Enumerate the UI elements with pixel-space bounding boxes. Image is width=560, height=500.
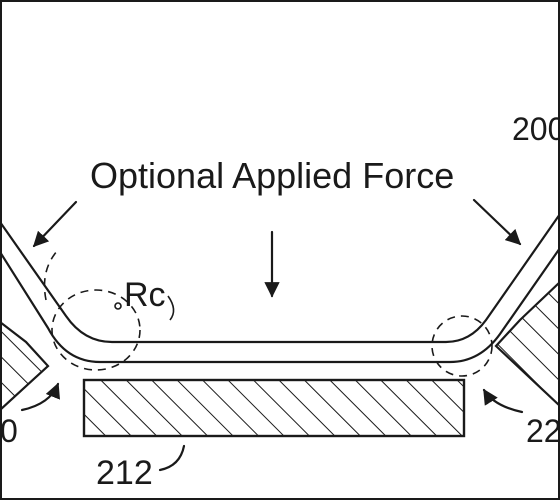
bent-film-outer <box>0 212 560 344</box>
bend-circle-right <box>431 315 493 377</box>
leader-right-ref <box>482 388 524 414</box>
bottom-plate-212 <box>82 378 466 438</box>
bend-circle-left <box>51 289 141 371</box>
label-radius: Rc <box>124 276 166 314</box>
leader-left-ref <box>20 382 60 412</box>
left-support-block <box>0 320 50 412</box>
label-ref-right: 22 <box>526 413 560 449</box>
radius-leader <box>167 295 175 321</box>
radius-marker <box>114 302 122 310</box>
label-ref-200: 200 <box>512 111 560 147</box>
right-support-block <box>494 280 560 408</box>
label-ref-left: 0 <box>0 413 18 449</box>
label-ref-212: 212 <box>96 454 153 492</box>
force-arrow-left <box>32 200 78 248</box>
leader-212 <box>158 444 186 472</box>
bend-arc-upper-left <box>43 249 59 301</box>
force-arrow-right <box>472 198 522 246</box>
bent-film-inner <box>0 246 560 364</box>
label-force: Optional Applied Force <box>90 155 454 196</box>
